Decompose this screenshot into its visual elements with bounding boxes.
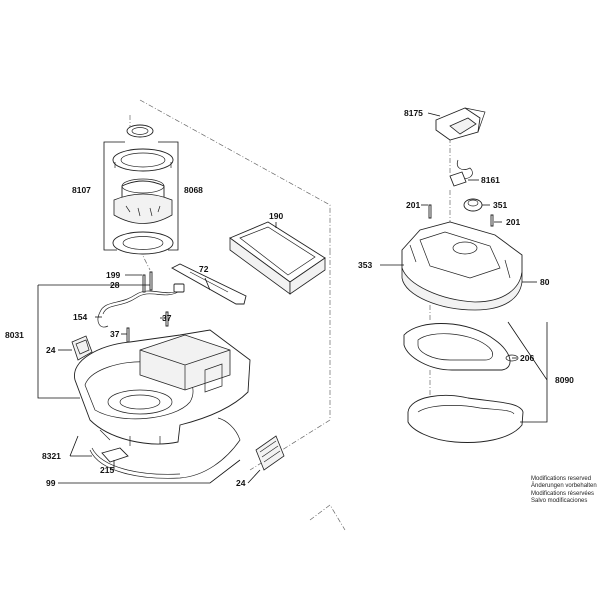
- seal-ring-206: [403, 323, 519, 371]
- container-rim: [407, 394, 524, 443]
- lever-handle: [435, 107, 486, 141]
- label-190: 190: [269, 211, 283, 221]
- label-80: 80: [540, 277, 550, 287]
- motor-seal-ring-top: [126, 124, 154, 138]
- label-24b: 24: [236, 478, 246, 488]
- label-154: 154: [73, 312, 87, 322]
- label-201a: 201: [406, 200, 420, 210]
- power-cable: [97, 283, 185, 328]
- label-201b: 201: [506, 217, 520, 227]
- part-labels: 8175 8161 201 351 201 353 80 206 8090 81…: [5, 108, 574, 488]
- label-8068: 8068: [184, 185, 203, 195]
- label-351: 351: [493, 200, 507, 210]
- screw-set: [126, 271, 169, 343]
- notice-line-es: Salvo modificaciones: [531, 498, 588, 505]
- label-215: 215: [100, 465, 114, 475]
- label-24a: 24: [46, 345, 56, 355]
- label-8161: 8161: [481, 175, 500, 185]
- clip-part: [101, 447, 129, 463]
- spring-clip: [449, 159, 473, 187]
- label-28: 28: [110, 280, 120, 290]
- leader-lines: [37, 112, 548, 484]
- filter-grid-cover: [255, 435, 285, 471]
- label-37a: 37: [110, 329, 120, 339]
- label-8321: 8321: [42, 451, 61, 461]
- motor-housing: [74, 329, 251, 446]
- knob-351: [463, 198, 483, 212]
- label-99: 99: [46, 478, 56, 488]
- bracket-part: [171, 263, 247, 305]
- modifications-notice: Modifications reserved Änderungen vorbeh…: [531, 476, 597, 506]
- label-206: 206: [520, 353, 534, 363]
- motor-ring-lower: [112, 231, 174, 255]
- housing-gasket: [89, 417, 241, 479]
- upper-housing: [401, 221, 523, 311]
- label-199: 199: [106, 270, 120, 280]
- label-8175: 8175: [404, 108, 423, 118]
- label-8090: 8090: [555, 375, 574, 385]
- motor-ring-upper: [112, 148, 174, 172]
- notice-line-de: Änderungen vorbehalten: [531, 483, 597, 490]
- label-8031: 8031: [5, 330, 24, 340]
- label-37b: 37: [162, 313, 172, 323]
- notice-line-fr: Modifications réservées: [531, 490, 595, 497]
- motor-unit: [113, 178, 173, 224]
- flat-filter: [229, 221, 326, 295]
- switch-module: [71, 335, 93, 361]
- label-353: 353: [358, 260, 372, 270]
- screw-201: [428, 204, 494, 227]
- label-8107: 8107: [72, 185, 91, 195]
- notice-line-en: Modifications reserved: [531, 476, 592, 482]
- label-72: 72: [199, 264, 209, 274]
